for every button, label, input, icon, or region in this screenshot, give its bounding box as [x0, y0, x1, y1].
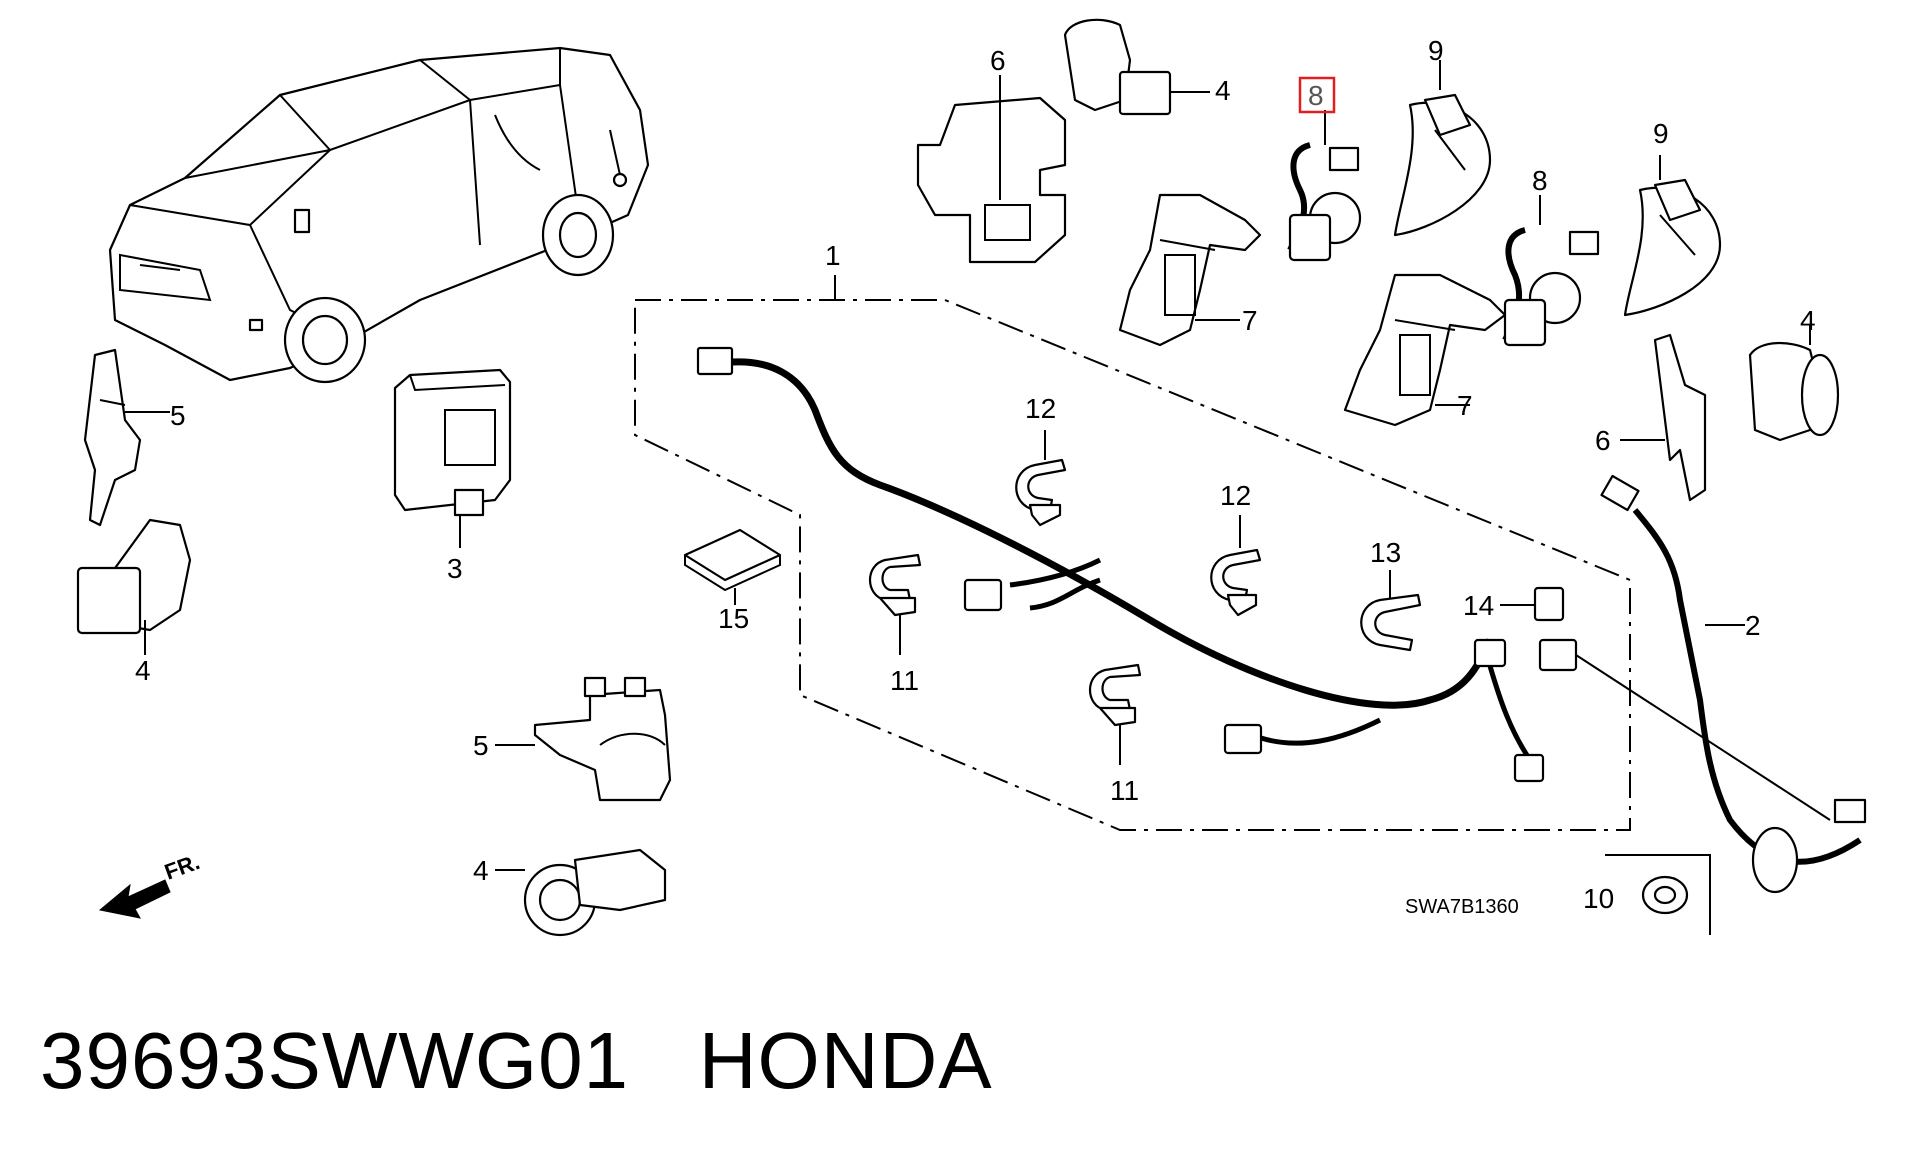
part-1-main-harness [696, 346, 1831, 821]
callout-8a: 8 [1308, 80, 1324, 111]
part-2-harness-rear [1600, 474, 1867, 894]
callout-10: 10 [1583, 883, 1614, 914]
part-9-bezel-top [1393, 60, 1492, 237]
part-11-clip-a [869, 553, 922, 655]
part-4-sensor-bottom [495, 848, 667, 937]
part-3-control-unit [393, 368, 512, 548]
part-4-sensor-top [1063, 18, 1210, 116]
part-7-holder-top [1118, 193, 1262, 347]
callout-11a: 11 [890, 665, 919, 696]
callout-13: 13 [1370, 537, 1401, 568]
connector-small [963, 578, 1003, 612]
vehicle-illustration [108, 46, 650, 384]
diagram-reference-code: SWA7B1360 [1405, 896, 1519, 918]
parts-diagram: FR. [76, 18, 1867, 937]
highlighted-callout-8[interactable] [1298, 76, 1336, 114]
callout-7a: 7 [1242, 305, 1258, 336]
part-11-clip-b [1089, 663, 1142, 765]
part-12-clip-b [1210, 515, 1262, 617]
part-5-bracket-bottom [495, 676, 672, 802]
callout-14: 14 [1463, 590, 1494, 621]
callout-labels: 1 2 3 4 4 4 4 5 5 6 6 7 7 8 8 9 9 10 11 … [135, 35, 1816, 914]
callout-6a: 6 [990, 45, 1006, 76]
part-8-sensor-harness-top [1287, 110, 1362, 262]
callout-3: 3 [447, 553, 463, 584]
part-9-bezel-mid [1623, 155, 1722, 317]
callout-2: 2 [1745, 610, 1761, 641]
callout-5b: 5 [473, 730, 489, 761]
callout-15: 15 [718, 603, 749, 634]
part-6-bracket-top [916, 75, 1067, 264]
front-direction-arrow-icon: FR. [98, 849, 203, 919]
part-14-clip [1500, 586, 1565, 622]
callout-7b: 7 [1457, 390, 1473, 421]
callout-4a: 4 [1215, 75, 1231, 106]
front-marker-label: FR. [161, 849, 203, 885]
part-1-harness-kit-outline [634, 275, 1631, 831]
part-7-holder-mid [1343, 273, 1507, 427]
callout-1: 1 [825, 240, 841, 271]
part-8-sensor-harness-mid [1502, 195, 1600, 347]
part-6-bracket-right [1620, 333, 1707, 502]
callout-5a: 5 [170, 400, 186, 431]
callout-4d: 4 [473, 855, 489, 886]
part-5-bracket-left [83, 348, 170, 527]
part-13-clip [1360, 570, 1422, 652]
callout-12b: 12 [1220, 480, 1251, 511]
part-12-clip-a [1015, 430, 1067, 527]
callout-9b: 9 [1653, 118, 1669, 149]
part-caption: 39693SWWG01 HONDA [40, 1015, 993, 1107]
callout-4b: 4 [1800, 305, 1816, 336]
callout-8b: 8 [1532, 165, 1548, 196]
callout-4c: 4 [135, 655, 151, 686]
part-10-grommet [1605, 854, 1711, 935]
part-4-sensor-left [76, 518, 192, 655]
part-4-sensor-right [1748, 325, 1840, 442]
brand-name: HONDA [698, 1016, 993, 1105]
callout-6b: 6 [1595, 425, 1611, 456]
callout-9a: 9 [1428, 35, 1444, 66]
part-number: 39693SWWG01 [40, 1016, 630, 1105]
part-15-pad [683, 528, 782, 605]
callout-12a: 12 [1025, 393, 1056, 424]
callout-11b: 11 [1110, 775, 1139, 806]
